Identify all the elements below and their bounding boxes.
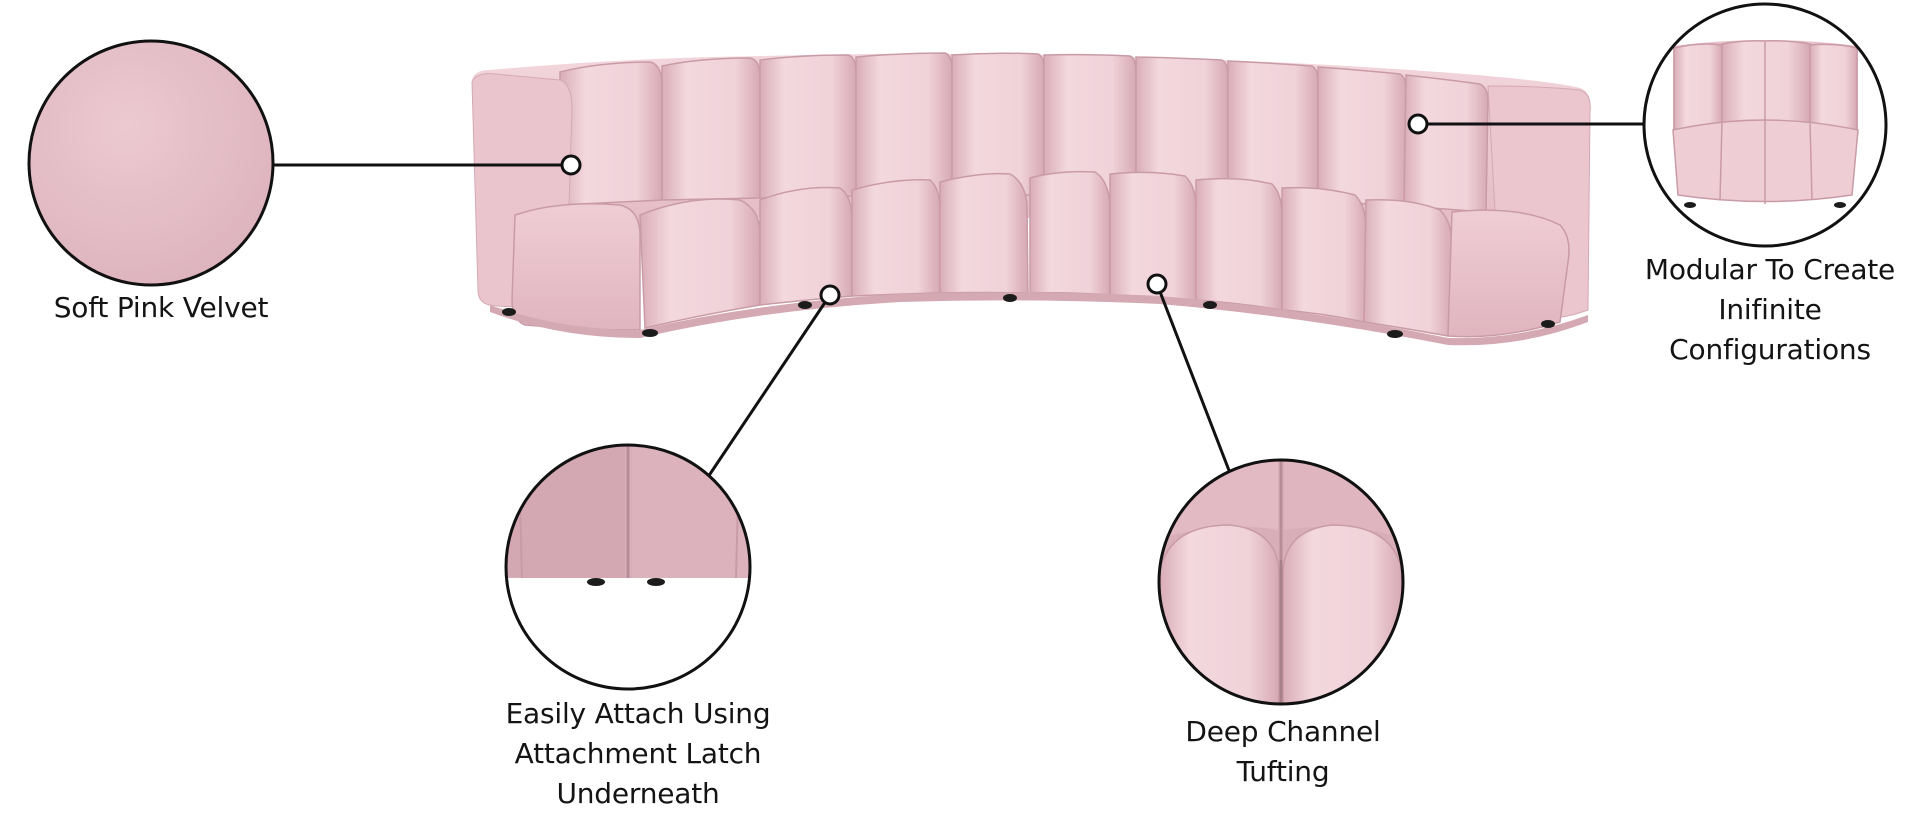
velvet-label-line-1: Soft Pink Velvet [53, 291, 269, 324]
sofa-image [471, 52, 1591, 346]
seat-channels [511, 170, 1570, 338]
latch-callout-dot [819, 284, 841, 306]
modular-label: Modular To Create Inifinite Configuratio… [1630, 250, 1910, 370]
velvet-label: Soft Pink Velvet [20, 288, 302, 328]
modular-label-line-3: Configurations [1669, 333, 1871, 366]
single-module-chair-icon [1642, 2, 1888, 248]
modular-callout-dot [1407, 113, 1429, 135]
attachment-latch-detail-icon [504, 443, 752, 691]
latch-label-line-2: Attachment Latch [514, 737, 762, 770]
tufting-label-line-2: Tufting [1236, 755, 1330, 788]
latch-label: Easily Attach Using Attachment Latch Und… [490, 694, 786, 814]
modular-label-line-2: Inifinite [1718, 293, 1822, 326]
callout-lines [272, 122, 1643, 478]
tufting-label-line-1: Deep Channel [1185, 715, 1381, 748]
tufting-callout-dot [1146, 273, 1168, 295]
sofa-legs [502, 294, 1555, 338]
channel-tufting-detail-icon [1157, 458, 1405, 706]
back-channels [559, 52, 1489, 213]
modular-label-line-1: Modular To Create [1644, 253, 1896, 286]
latch-label-line-3: Underneath [556, 777, 720, 810]
tufting-label: Deep Channel Tufting [1150, 712, 1416, 792]
callout-dots [560, 113, 1429, 306]
velvet-swatch-icon [27, 39, 275, 287]
latch-label-line-1: Easily Attach Using [505, 697, 771, 730]
velvet-callout-dot [560, 154, 582, 176]
